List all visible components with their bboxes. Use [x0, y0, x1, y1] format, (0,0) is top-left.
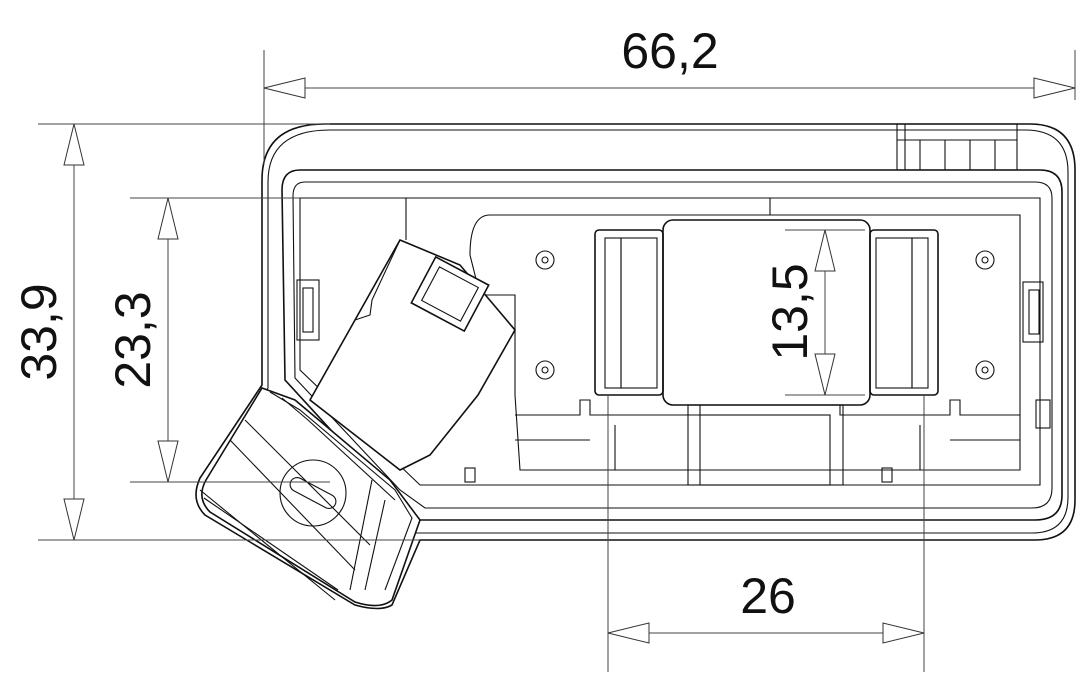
latch-tab: [896, 123, 1018, 171]
center-plate: [405, 198, 1021, 471]
cable-entry: [199, 387, 421, 607]
dimension-overall-width: 66,2: [263, 23, 1076, 165]
screw-hole-bottom-left: [535, 360, 555, 380]
dimension-inner-height: 23,3: [105, 197, 330, 483]
dim-label-23-3: 23,3: [105, 291, 161, 388]
dim-label-33-9: 33,9: [11, 283, 67, 380]
contact-pad-left: [594, 229, 664, 396]
side-clip-left: [296, 279, 320, 341]
screw-hole-top-right: [975, 250, 995, 270]
dim-label-66-2: 66,2: [621, 23, 718, 79]
screw-hole-top-left: [535, 250, 555, 270]
contact-pad-right: [869, 229, 939, 396]
dimension-pad-height: 13,5: [762, 229, 865, 396]
lower-channel: [464, 399, 1020, 486]
dim-label-13-5: 13,5: [762, 263, 818, 360]
dimension-pad-spacing: 26: [607, 395, 925, 672]
dimension-overall-height: 33,9: [11, 123, 420, 541]
screw-hole-bottom-right: [975, 360, 995, 380]
side-clip-right: [1022, 281, 1051, 429]
dim-label-26: 26: [740, 568, 796, 624]
cable-connector: [308, 238, 516, 471]
